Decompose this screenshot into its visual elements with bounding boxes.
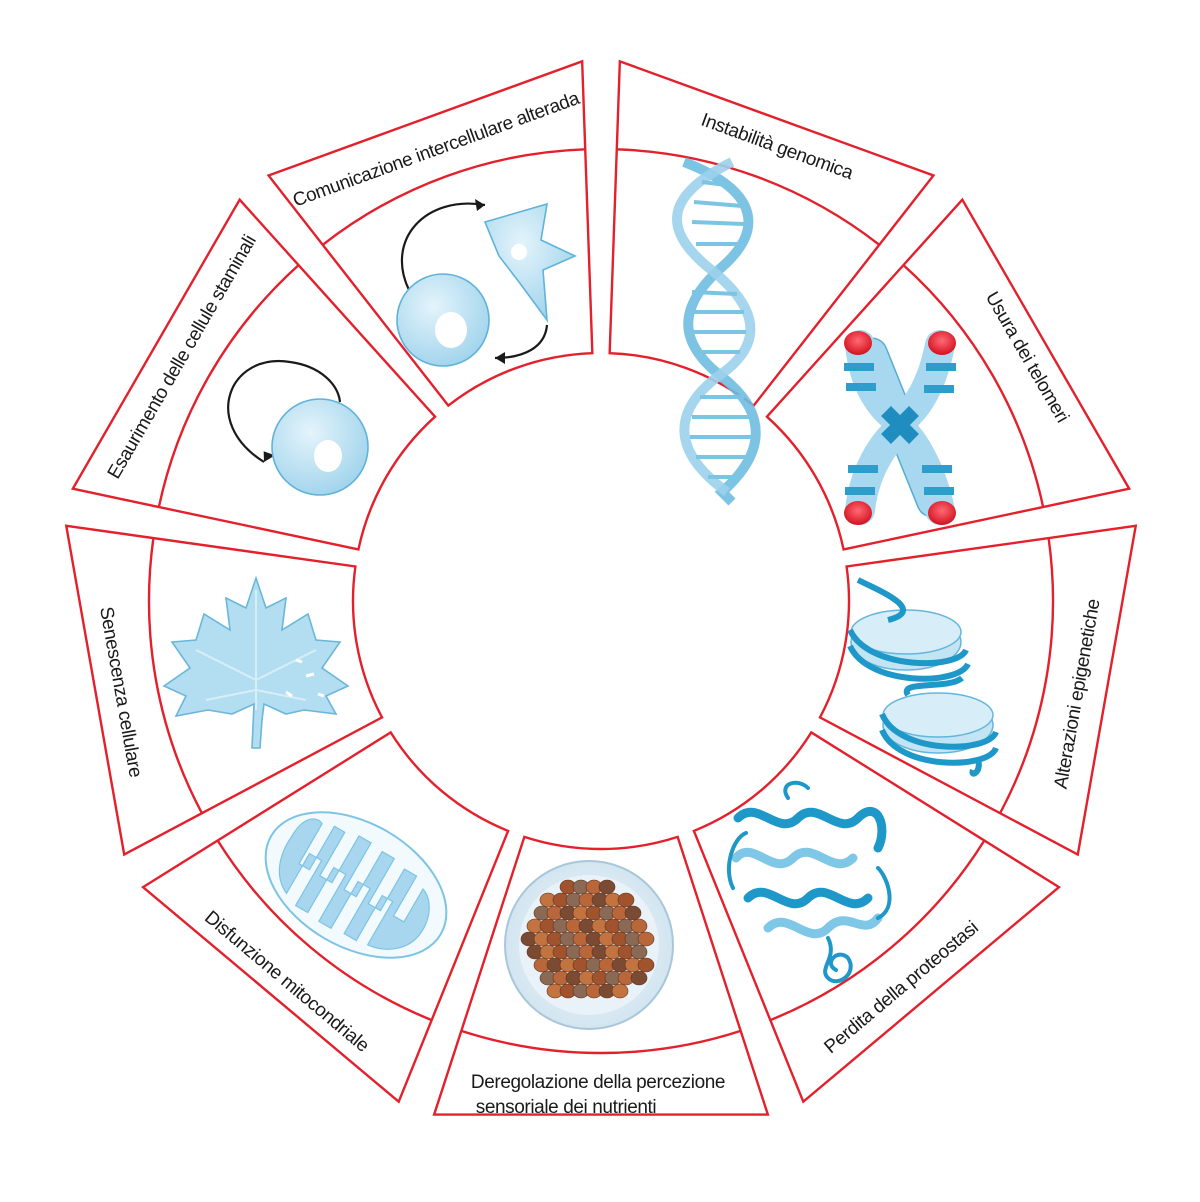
granule	[631, 945, 647, 959]
granule	[612, 984, 628, 998]
nutrient-granules-icon	[505, 861, 673, 1029]
granule	[599, 880, 615, 894]
granule	[631, 919, 647, 933]
label-deregolazione-line2: sensoriale dei nutrienti	[476, 1097, 657, 1118]
granule	[625, 906, 641, 920]
granule	[631, 971, 647, 985]
granule	[638, 958, 654, 972]
label-deregolazione-line1: Deregolazione della percezione	[471, 1072, 725, 1093]
granule	[638, 932, 654, 946]
granule	[618, 893, 634, 907]
